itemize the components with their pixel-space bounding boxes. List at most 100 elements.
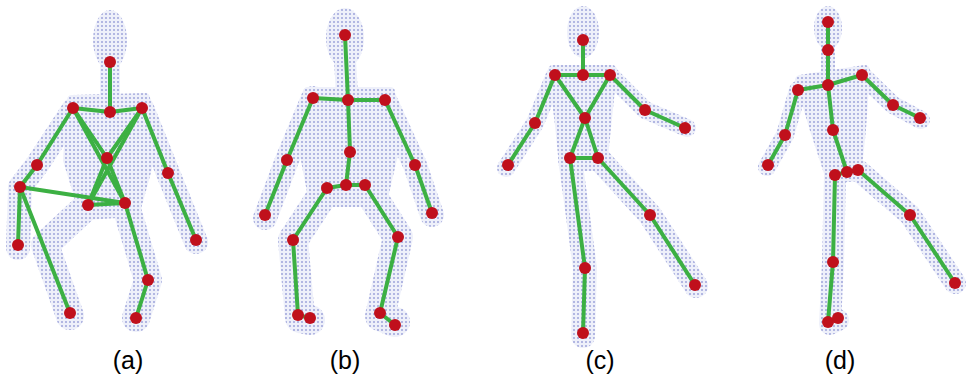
skeleton-bone [583, 268, 585, 333]
skeleton-bone [598, 158, 650, 215]
skeleton-joint [304, 312, 316, 324]
skeleton-joint [856, 69, 868, 81]
skeleton-joint [529, 117, 541, 129]
skeleton-joint [639, 104, 651, 116]
skeleton-joint [307, 92, 319, 104]
skeleton-bone [108, 62, 112, 112]
skeleton-bone [380, 237, 398, 313]
skeleton-joint [389, 319, 401, 331]
skeleton-joint [592, 152, 604, 164]
skeleton-joint [914, 112, 926, 124]
skeleton-joint [259, 209, 271, 221]
skeleton-joint [130, 312, 142, 324]
skeleton-joint [344, 146, 356, 158]
skeleton-joint [604, 69, 616, 81]
skeleton-bone [650, 215, 695, 285]
point-cloud-body [18, 10, 196, 318]
point-cloud-limb [506, 75, 555, 168]
figure-label: (d) [825, 348, 856, 373]
skeleton-bone [862, 75, 893, 105]
skeleton-bone [20, 187, 70, 313]
skeleton-joint [292, 309, 304, 321]
point-cloud-limb [570, 158, 585, 336]
skeleton-joint [579, 262, 591, 274]
skeleton-bone [365, 185, 398, 237]
skeleton-joint [887, 99, 899, 111]
skeleton-joint [779, 129, 791, 141]
skeleton-joint [827, 256, 839, 268]
skeleton-bone [785, 90, 798, 135]
skeleton-bone [828, 262, 833, 322]
point-cloud-limb [125, 203, 148, 318]
point-cloud-limb [610, 75, 687, 128]
skeleton-bone [415, 165, 432, 213]
skeleton-joint [579, 112, 591, 124]
skeleton-bone [585, 118, 598, 158]
skeleton-bone [858, 170, 910, 215]
skeleton-joint [101, 152, 113, 164]
skeleton-joint [119, 197, 131, 209]
skeleton-joint [82, 199, 94, 211]
skeleton-bone [125, 203, 148, 280]
skeleton-bone [508, 123, 535, 165]
figure-label: (c) [585, 348, 614, 373]
point-cloud-limb [293, 188, 327, 320]
skeleton-bone [88, 108, 142, 205]
skeleton-bone [345, 35, 348, 100]
skeleton-bone [287, 98, 313, 160]
point-cloud-body [506, 6, 696, 336]
point-cloud-limb [385, 100, 432, 215]
figure-label: (b) [330, 348, 361, 373]
skeleton-joint [359, 179, 371, 191]
skeleton-bone [828, 85, 833, 130]
skeleton-joint [190, 234, 202, 246]
skeleton-joint [502, 159, 514, 171]
skeleton-bone [348, 100, 350, 152]
point-cloud-limb [858, 170, 955, 283]
point-cloud-limb [142, 108, 196, 242]
point-cloud-limb [767, 90, 798, 167]
skeleton-bone [555, 75, 585, 118]
skeleton-joint [904, 209, 916, 221]
skeleton-joint [564, 152, 576, 164]
skeleton-bone [18, 187, 20, 245]
skeleton-bone [535, 75, 555, 123]
skeleton-joint [949, 277, 961, 289]
skeleton-joint [64, 307, 76, 319]
skeleton-joint [142, 274, 154, 286]
skeleton-joint [577, 327, 589, 339]
skeleton-joint [31, 159, 43, 171]
skeleton-joint [426, 207, 438, 219]
skeleton-joint [409, 159, 421, 171]
skeleton-joint [852, 164, 864, 176]
skeleton-joint [689, 279, 701, 291]
skeleton-joint [136, 102, 148, 114]
skeleton-joint [392, 231, 404, 243]
skeleton-joint [12, 239, 24, 251]
point-cloud-limb [365, 185, 398, 322]
skeleton-bone [168, 173, 196, 240]
skeleton-joint [792, 84, 804, 96]
skeleton-bone [833, 175, 835, 262]
skeleton-joint [829, 169, 841, 181]
skeleton-joint [822, 79, 834, 91]
skeleton-joint [832, 312, 844, 324]
skeleton-bone [142, 108, 168, 173]
skeleton-joint [281, 154, 293, 166]
skeleton-joint [14, 181, 26, 193]
skeleton-bone [645, 110, 685, 128]
skeleton-joint [339, 29, 351, 41]
skeleton-bone [20, 187, 125, 203]
skeleton-bone [265, 160, 287, 215]
skeleton-joint [679, 122, 691, 134]
skeleton-joint [374, 307, 386, 319]
skeleton-joint [379, 94, 391, 106]
skeleton-joint [162, 167, 174, 179]
point-cloud-body [265, 8, 432, 322]
point-cloud-body [767, 6, 955, 324]
figure-label: (a) [113, 348, 144, 373]
skeleton-bone [833, 130, 847, 172]
skeleton-joint [577, 69, 589, 81]
